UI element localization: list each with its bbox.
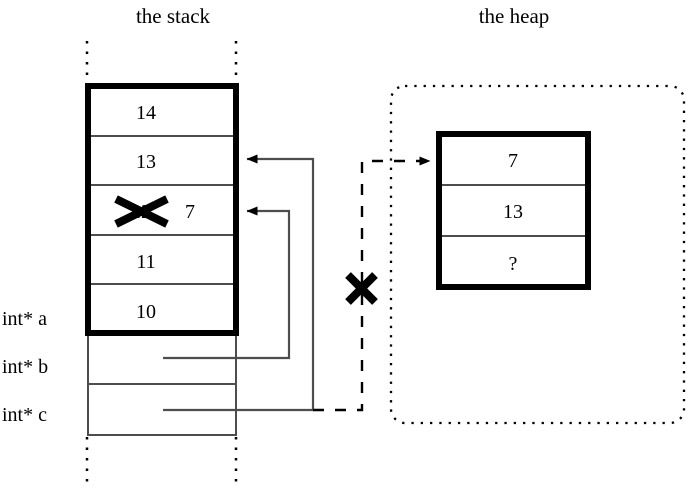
heap-cell-13-value: 13 (503, 201, 523, 223)
heap-region-boundary (389, 84, 686, 425)
heap-cell-7-value: 7 (508, 150, 518, 172)
heap-title: the heap (479, 4, 550, 28)
stack-dotted-bottom (85, 437, 238, 484)
stack-dotted-top (85, 41, 238, 85)
x-strikethrough-mark-icon (114, 195, 169, 228)
variable-label-c: int* c (2, 404, 47, 426)
variable-label-a: int* a (2, 308, 47, 330)
x-cross-mark-icon (345, 272, 378, 305)
variable-label-b: int* b (2, 356, 48, 378)
stack-main-box (85, 83, 239, 336)
stack-title: the stack (136, 4, 211, 28)
stack-lower-frame (87, 332, 237, 436)
heap-cell-unknown-value: ? (509, 253, 518, 275)
pointer-b-to-stack-7 (163, 206, 291, 360)
stack-cell-7-replacement-value: 7 (185, 201, 195, 223)
stack-cell-14-value: 14 (136, 102, 156, 124)
stack-cell-10-value: 10 (136, 301, 156, 323)
stack-cell-11-value: 11 (136, 251, 155, 273)
heap-box (436, 131, 591, 290)
pointer-c-to-heap (313, 156, 431, 412)
pointer-c-to-stack-13 (163, 154, 315, 412)
stack-cell-13-value: 13 (136, 151, 156, 173)
